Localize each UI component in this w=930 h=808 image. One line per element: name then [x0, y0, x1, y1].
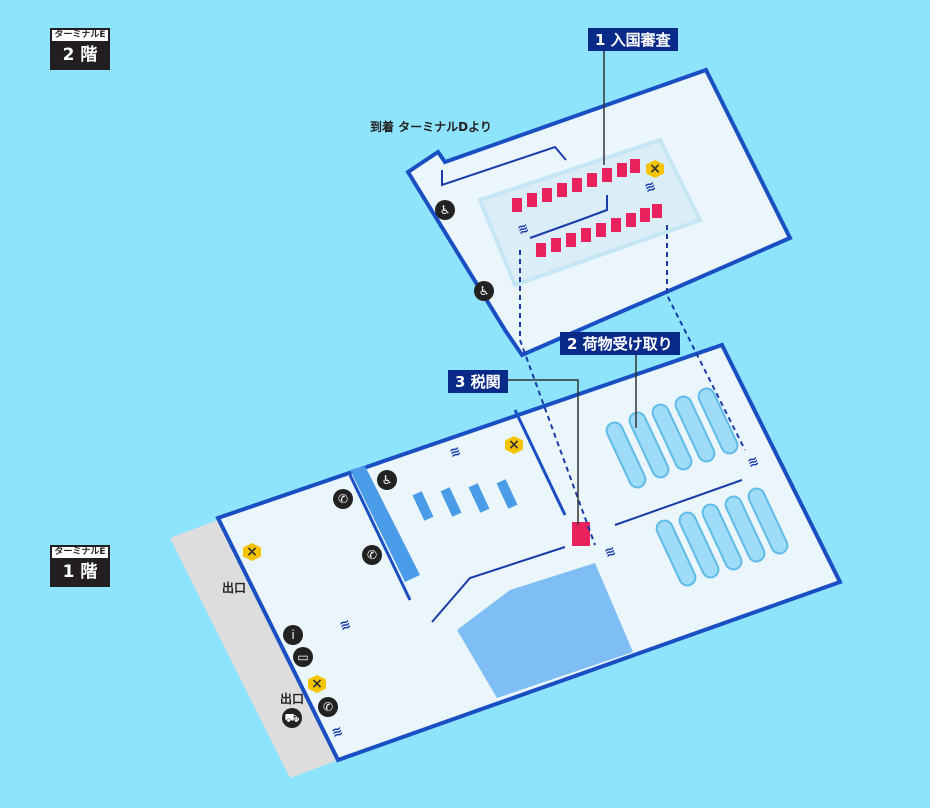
- taxi-icon: ⛟: [282, 708, 302, 728]
- lounge-area: [457, 563, 633, 698]
- arrival-label: 到着 ターミナルDより: [370, 120, 492, 134]
- terminal-label: ターミナルE: [52, 547, 108, 558]
- terminal-label: ターミナルE: [52, 30, 108, 41]
- baggage-callout: 2 荷物受け取り: [560, 332, 680, 355]
- no-smoking-icon: ×: [505, 436, 523, 454]
- immigration-area: [477, 137, 703, 288]
- level-label: 1 階: [62, 562, 98, 582]
- hotel-icon: ▭: [293, 647, 313, 667]
- exit-label: 出口: [280, 692, 305, 706]
- restroom-icon: ♿: [435, 200, 455, 220]
- customs-counter: [572, 522, 590, 546]
- info-icon: i: [283, 625, 303, 645]
- arrival-route: [441, 145, 567, 187]
- baggage-hall-divider: [350, 466, 420, 582]
- phone-icon: ✆: [333, 489, 353, 509]
- immigration-callout: 1 入国審査: [588, 28, 678, 51]
- callout-leaders: [500, 48, 637, 525]
- no-smoking-icon: ×: [646, 160, 664, 178]
- baggage-carousels: [605, 387, 789, 587]
- kiosks: [412, 479, 518, 521]
- floor-badge-2f: ターミナルE 2 階: [50, 28, 110, 70]
- immigration-route: [529, 195, 608, 239]
- no-smoking-icon: ×: [308, 675, 326, 693]
- immigration-counters: [512, 159, 662, 257]
- phone-icon: ✆: [318, 697, 338, 717]
- phone-icon: ✆: [362, 545, 382, 565]
- restroom-icon: ♿: [377, 470, 397, 490]
- exit-label: 出口: [222, 581, 247, 595]
- customs-callout: 3 税関: [448, 370, 508, 393]
- restroom-icon: ♿: [474, 281, 494, 301]
- level-label: 2 階: [62, 45, 98, 65]
- floor-badge-1f: ターミナルE 1 階: [50, 545, 110, 587]
- wall: [348, 474, 412, 601]
- no-smoking-icon: ×: [243, 543, 261, 561]
- wall: [513, 409, 567, 516]
- routes: [431, 225, 746, 623]
